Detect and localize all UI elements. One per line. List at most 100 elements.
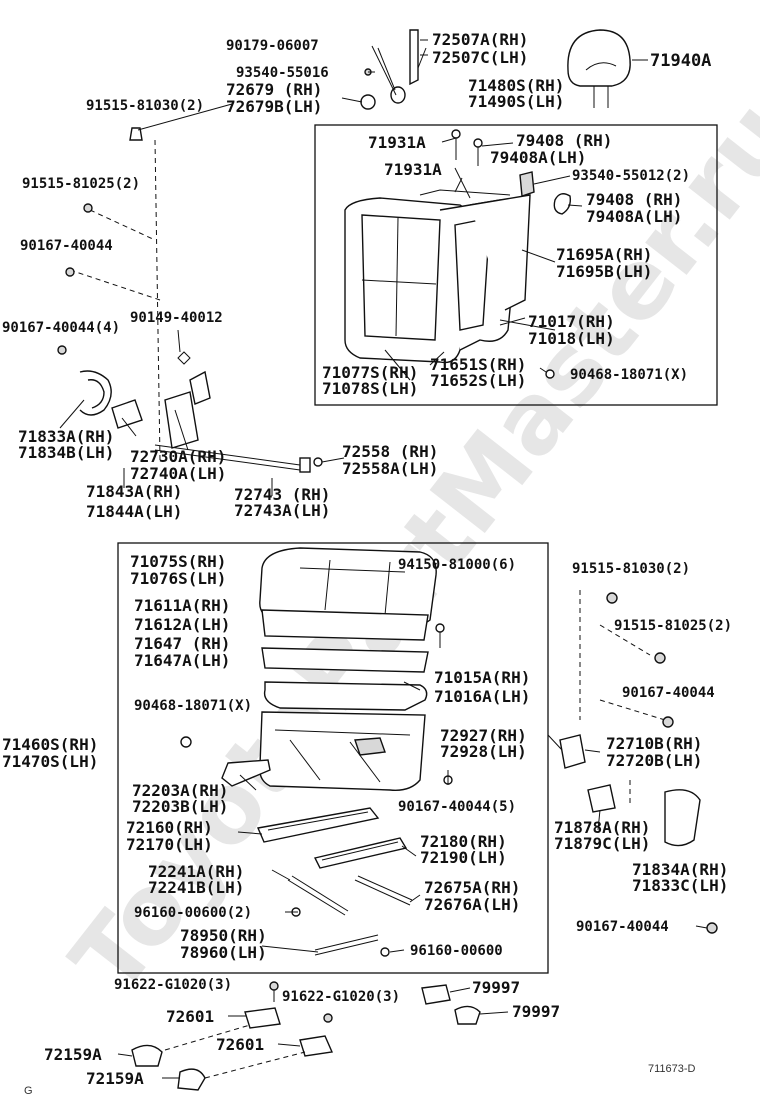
seat-cushion-drawing <box>259 547 437 673</box>
part-label: 71017(RH) <box>528 312 615 331</box>
part-label: 91515-81025(2) <box>614 618 732 634</box>
part-label: 72241B(LH) <box>148 878 244 897</box>
part-label: 94150-81000(6) <box>398 557 516 573</box>
part-label: 72507C(LH) <box>432 48 528 67</box>
seat-frame-drawing <box>180 623 453 791</box>
part-label: 72743 (RH) <box>234 485 330 504</box>
headrest-support-drawing <box>360 29 428 110</box>
part-label: 90468-18071(X) <box>570 367 688 383</box>
recliner-hinge-drawing <box>57 127 323 473</box>
part-label: 72676A(LH) <box>424 895 520 914</box>
part-label: 91515-81030(2) <box>572 561 690 577</box>
part-label: 71480S(RH) <box>468 76 564 95</box>
part-label: 72558A(LH) <box>342 459 438 478</box>
part-label: 78960(LH) <box>180 943 267 962</box>
part-label: 72675A(RH) <box>424 878 520 897</box>
part-label: 90167-40044 <box>20 238 113 254</box>
part-label: 72743A(LH) <box>234 501 330 520</box>
part-label: 72180(RH) <box>420 832 507 851</box>
headrest-drawing <box>567 29 648 108</box>
part-label: 71834B(LH) <box>18 443 114 462</box>
leader-lines <box>59 45 708 1079</box>
part-label: 71612A(LH) <box>134 615 230 634</box>
part-label: 90149-40012 <box>130 310 223 326</box>
part-label: 71077S(RH) <box>322 363 418 382</box>
part-label: 90167-40044 <box>622 685 715 701</box>
part-label: 72558 (RH) <box>342 442 438 461</box>
part-label: 91515-81025(2) <box>22 176 140 192</box>
part-label: 90167-40044 <box>576 919 669 935</box>
part-label: 71843A(RH) <box>86 482 182 501</box>
part-label: 71833A(RH) <box>18 427 114 446</box>
part-label: 91622-G1020(3) <box>282 989 400 1005</box>
part-label: 93540-55016 <box>236 65 329 81</box>
seat-track-drawing <box>221 759 413 957</box>
bottom-covers-drawing <box>131 981 481 1091</box>
part-label: 93540-55012(2) <box>572 168 690 184</box>
part-label: 72159A <box>86 1069 144 1088</box>
part-label: 71015A(RH) <box>434 668 530 687</box>
part-label: 71016A(LH) <box>434 687 530 706</box>
part-label: 72203A(RH) <box>132 781 228 800</box>
part-label: 79408 (RH) <box>586 190 682 209</box>
part-label: 71695A(RH) <box>556 245 652 264</box>
part-label: 71076S(LH) <box>130 569 226 588</box>
part-label: 90167-40044(4) <box>2 320 120 336</box>
seatback-group-frame <box>314 124 718 406</box>
part-label: 72160(RH) <box>126 818 213 837</box>
part-label: 72730A(RH) <box>130 447 226 466</box>
part-label: 78950(RH) <box>180 926 267 945</box>
part-label: 90179-06007 <box>226 38 319 54</box>
part-label: 72507A(RH) <box>432 30 528 49</box>
part-label: 72241A(RH) <box>148 862 244 881</box>
part-label: 72928(LH) <box>440 742 527 761</box>
part-label: 96160-00600 <box>410 943 503 959</box>
part-label: 71833C(LH) <box>632 876 728 895</box>
right-hinge-drawing <box>559 590 718 934</box>
part-label: 79408 (RH) <box>516 131 612 150</box>
part-label: 71931A <box>384 160 442 179</box>
part-label: 71078S(LH) <box>322 379 418 398</box>
part-label: 71834A(RH) <box>632 860 728 879</box>
part-label: 71647 (RH) <box>134 634 230 653</box>
part-label: 90167-40044(5) <box>398 799 516 815</box>
corner-letter: G <box>24 1085 33 1097</box>
part-label: 79408A(LH) <box>586 207 682 226</box>
part-label: 72927(RH) <box>440 726 527 745</box>
part-label: 72710B(RH) <box>606 734 702 753</box>
part-label: 72159A <box>44 1045 102 1064</box>
part-label: 72679B(LH) <box>226 97 322 116</box>
part-label: 71652S(LH) <box>430 371 526 390</box>
part-labels: 90179-06007 72507A(RH) 72507C(LH) 71940A… <box>2 30 732 1088</box>
part-label: 71940A <box>650 51 711 71</box>
part-label: 71651S(RH) <box>430 355 526 374</box>
part-label: 79997 <box>472 978 520 997</box>
part-label: 72720B(LH) <box>606 751 702 770</box>
part-label: 91622-G1020(3) <box>114 977 232 993</box>
part-label: 79408A(LH) <box>490 148 586 167</box>
part-label: 72203B(LH) <box>132 797 228 816</box>
part-label: 71647A(LH) <box>134 651 230 670</box>
part-label: 71879C(LH) <box>554 834 650 853</box>
part-label: 71490S(LH) <box>468 92 564 111</box>
part-label: 72170(LH) <box>126 835 213 854</box>
part-label: 91515-81030(2) <box>86 98 204 114</box>
part-label: 72740A(LH) <box>130 464 226 483</box>
part-label: 71844A(LH) <box>86 502 182 521</box>
part-label: 71075S(RH) <box>130 552 226 571</box>
part-label: 71878A(RH) <box>554 818 650 837</box>
cushion-group-frame <box>117 542 549 974</box>
part-label: 79997 <box>512 1002 560 1021</box>
part-label: 71931A <box>368 133 426 152</box>
part-label: 72601 <box>166 1007 214 1026</box>
part-label: 72679 (RH) <box>226 80 322 99</box>
part-label: 71470S(LH) <box>2 752 98 771</box>
part-label: 72601 <box>216 1035 264 1054</box>
figure-code: 711673-D <box>648 1063 696 1075</box>
part-label: 71460S(RH) <box>2 735 98 754</box>
part-label: 71018(LH) <box>528 329 615 348</box>
part-label: 90468-18071(X) <box>134 698 252 714</box>
part-label: 72190(LH) <box>420 848 507 867</box>
part-label: 71611A(RH) <box>134 596 230 615</box>
